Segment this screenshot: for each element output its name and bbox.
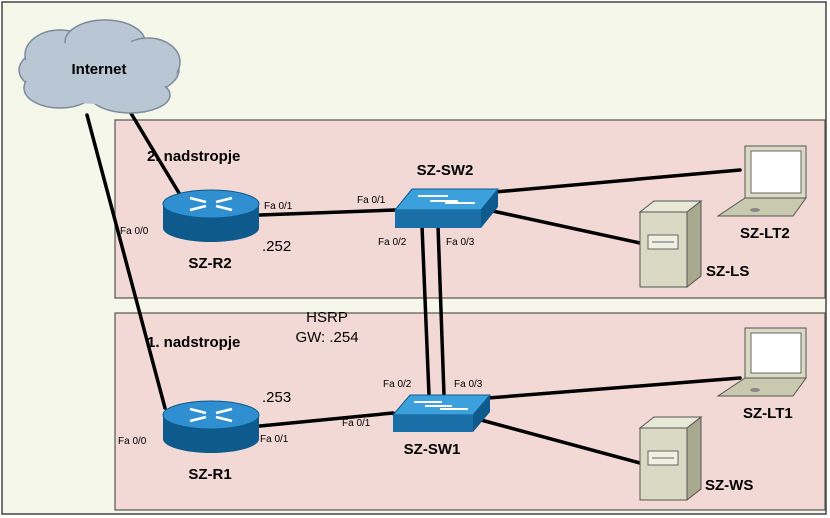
switch-sw2-port-b: Fa 0/3 — [446, 237, 475, 248]
link-sw2-lt2 — [493, 168, 742, 194]
laptop-icon[interactable] — [716, 327, 807, 397]
links — [85, 98, 742, 465]
hsrp-title: HSRP — [306, 309, 348, 326]
laptop-lt2-name: SZ-LT2 — [740, 225, 790, 242]
server-icon[interactable] — [638, 415, 703, 502]
switch-sw1-port-up: Fa 0/1 — [342, 418, 371, 429]
internet-label: Internet — [71, 61, 126, 78]
router-r1-port-wan: Fa 0/0 — [118, 436, 147, 447]
link-internet-r2 — [121, 98, 190, 210]
router-r2-port-wan: Fa 0/0 — [120, 226, 149, 237]
switch-sw1-name: SZ-SW1 — [404, 441, 461, 458]
link-r1-sw1 — [258, 411, 395, 428]
link-internet-r1 — [85, 113, 167, 410]
router-r2-name: SZ-R2 — [188, 255, 231, 272]
link-r2-sw2 — [258, 208, 397, 217]
server-ws-name: SZ-WS — [705, 477, 753, 494]
switch-sw2-port-a: Fa 0/2 — [378, 237, 407, 248]
switch-sw2-port-up: Fa 0/1 — [357, 195, 386, 206]
router-icon[interactable] — [162, 189, 260, 242]
router-r2-port-lan: Fa 0/1 — [264, 201, 293, 212]
server-icon[interactable] — [638, 199, 703, 289]
link-sw1-lt1 — [486, 376, 742, 400]
floor-2-label: 2. nadstropje — [147, 148, 240, 165]
switch-icon[interactable] — [393, 188, 500, 228]
router-r1-port-lan: Fa 0/1 — [260, 434, 289, 445]
switch-sw2-name: SZ-SW2 — [417, 162, 474, 179]
link-sw1-ws — [479, 418, 642, 465]
switch-icon[interactable] — [391, 394, 492, 432]
router-r1-ip: .253 — [262, 389, 291, 406]
switch-sw1-port-b: Fa 0/3 — [454, 379, 483, 390]
floor-1-label: 1. nadstropje — [147, 334, 240, 351]
server-ls-name: SZ-LS — [706, 263, 749, 280]
laptop-lt1-name: SZ-LT1 — [743, 405, 793, 422]
hsrp-gateway: GW: .254 — [295, 329, 358, 346]
switch-sw1-port-a: Fa 0/2 — [383, 379, 412, 390]
router-icon[interactable] — [162, 400, 260, 453]
link-sw-trunk-b — [436, 224, 446, 397]
link-sw2-ls — [486, 208, 642, 245]
router-r1-name: SZ-R1 — [188, 466, 231, 483]
router-r2-ip: .252 — [262, 238, 291, 255]
internet-cloud — [18, 19, 181, 114]
laptop-icon[interactable] — [716, 145, 807, 217]
link-sw-trunk-a — [420, 224, 431, 397]
